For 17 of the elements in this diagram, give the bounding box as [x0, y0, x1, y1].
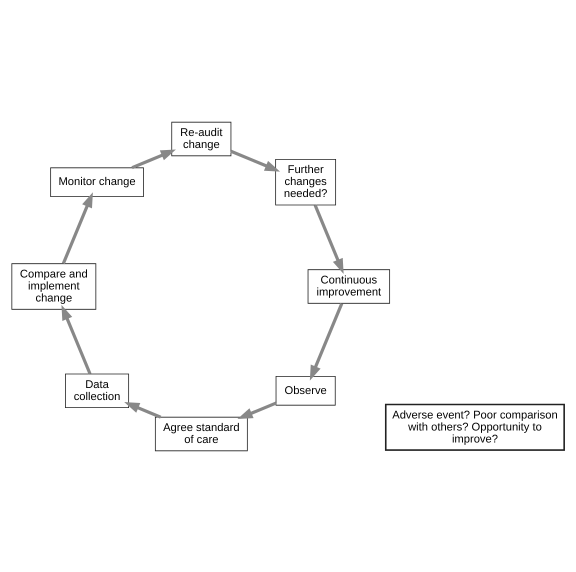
arrow [314, 204, 344, 274]
node-box: Observe [276, 376, 336, 406]
arrow [237, 401, 277, 419]
node-box: Continuous improvement [308, 268, 390, 304]
node-box: Monitor change [50, 166, 144, 196]
node-box: Re-audit change [171, 121, 232, 156]
node-box: Adverse event? Poor comparison with others? Opportunity to improve? [384, 403, 565, 450]
arrow [124, 402, 162, 418]
arrow [131, 149, 176, 169]
arrow [62, 192, 93, 264]
node-box: Agree standard of care [154, 416, 248, 451]
arrow [61, 304, 92, 374]
node-box: Compare and implement change [11, 262, 96, 310]
arrow [230, 149, 280, 172]
node-box: Data collection [65, 373, 130, 408]
node-box: Further changes needed? [275, 158, 336, 205]
arrow [310, 302, 344, 380]
